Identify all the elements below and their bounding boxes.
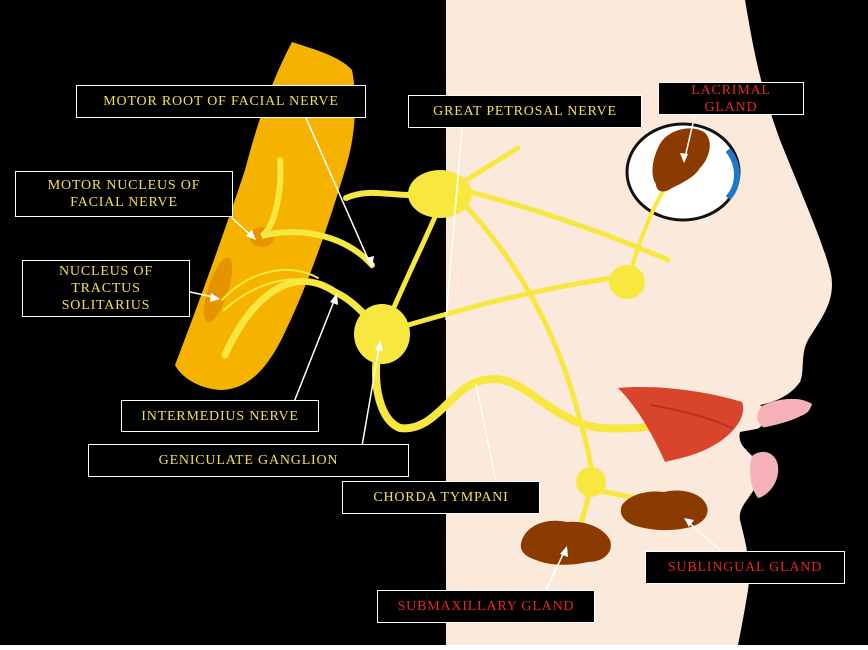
geniculate-to-ganglion [405, 275, 615, 328]
label-nucleus-tractus-solitarius: NUCLEUS OF TRACTUS SOLITARIUS [22, 260, 190, 317]
lower-lip [750, 451, 779, 498]
label-submaxillary-text: SUBMAXILLARY GLAND [397, 599, 575, 614]
facial-nerve-loop [372, 346, 704, 433]
label-motor-nucleus-line1: MOTOR NUCLEUS OF [47, 178, 201, 193]
petrosal-branch-right [467, 189, 671, 263]
intermedius-nerve [221, 278, 376, 359]
arrowhead-submaxillary [560, 546, 568, 557]
label-chorda-tympani: CHORDA TYMPANI [342, 481, 540, 514]
pterygopalatine-ganglion [408, 170, 472, 218]
sublingual-gland-shape [620, 490, 708, 531]
pointer-great-petrosal [445, 127, 463, 321]
label-motor-root: MOTOR ROOT OF FACIAL NERVE [76, 85, 366, 118]
lacrimal-gland-shape [652, 128, 710, 192]
label-great-petrosal: GREAT PETROSAL NERVE [408, 95, 642, 128]
label-intermedius: INTERMEDIUS NERVE [121, 400, 319, 432]
pointer-arrowheads [210, 153, 694, 557]
label-nucleus-line2: TRACTUS [71, 281, 141, 296]
label-lacrimal-text: LACRIMAL GLAND [691, 82, 771, 115]
arrowhead-sublingual [684, 518, 694, 527]
cornea [725, 148, 740, 201]
label-motor-nucleus: MOTOR NUCLEUS OF FACIAL NERVE [15, 171, 233, 217]
tongue-fiber [649, 404, 733, 429]
label-submaxillary: SUBMAXILLARY GLAND [377, 590, 595, 623]
pointer-sublingual [685, 519, 723, 553]
pointer-lacrimal [683, 109, 697, 163]
label-nucleus-line3: SOLITARIUS [61, 298, 151, 313]
mouth-opening [739, 412, 808, 452]
label-motor-nucleus-line2: FACIAL NERVE [70, 195, 178, 210]
label-sublingual-text: SUBLINGUAL GLAND [667, 560, 823, 575]
label-intermedius-text: INTERMEDIUS NERVE [141, 408, 299, 424]
pointer-lines [189, 109, 723, 591]
label-motor-root-text: MOTOR ROOT OF FACIAL NERVE [103, 94, 339, 109]
label-sublingual: SUBLINGUAL GLAND [645, 551, 845, 584]
petrosal-branch-down [453, 193, 595, 483]
arrowhead-geniculate [375, 340, 383, 351]
arrowhead-motor-nucleus [246, 230, 256, 240]
arrowhead-motor-root [366, 256, 374, 268]
label-geniculate-text: GENICULATE GANGLION [158, 453, 339, 468]
geniculate-ganglion-shape [354, 304, 410, 364]
label-lacrimal: LACRIMAL GLAND [658, 82, 804, 115]
nucleus-tractus-solitarius-shape [203, 257, 233, 323]
arrowhead-intermedius [330, 293, 338, 305]
upper-lip [757, 398, 812, 430]
label-chorda-text: CHORDA TYMPANI [373, 490, 509, 505]
label-geniculate: GENICULATE GANGLION [88, 444, 409, 477]
tongue [618, 386, 744, 462]
label-great-petrosal-text: GREAT PETROSAL NERVE [433, 104, 617, 119]
pointer-intermedius [293, 295, 337, 403]
pointer-chorda [475, 383, 497, 483]
pointer-motor-root [305, 117, 373, 269]
submandibular-ganglion [576, 467, 606, 497]
label-nucleus-line1: NUCLEUS OF [59, 264, 153, 279]
otic-ganglion [609, 265, 645, 299]
motor-root-nerve [259, 157, 375, 268]
arrowhead-nucleus-ts [210, 293, 220, 302]
solitarius-fibers [221, 268, 319, 301]
submaxillary-gland-shape [520, 520, 611, 565]
pointer-geniculate [361, 341, 381, 447]
arrowhead-lacrimal [680, 153, 688, 163]
